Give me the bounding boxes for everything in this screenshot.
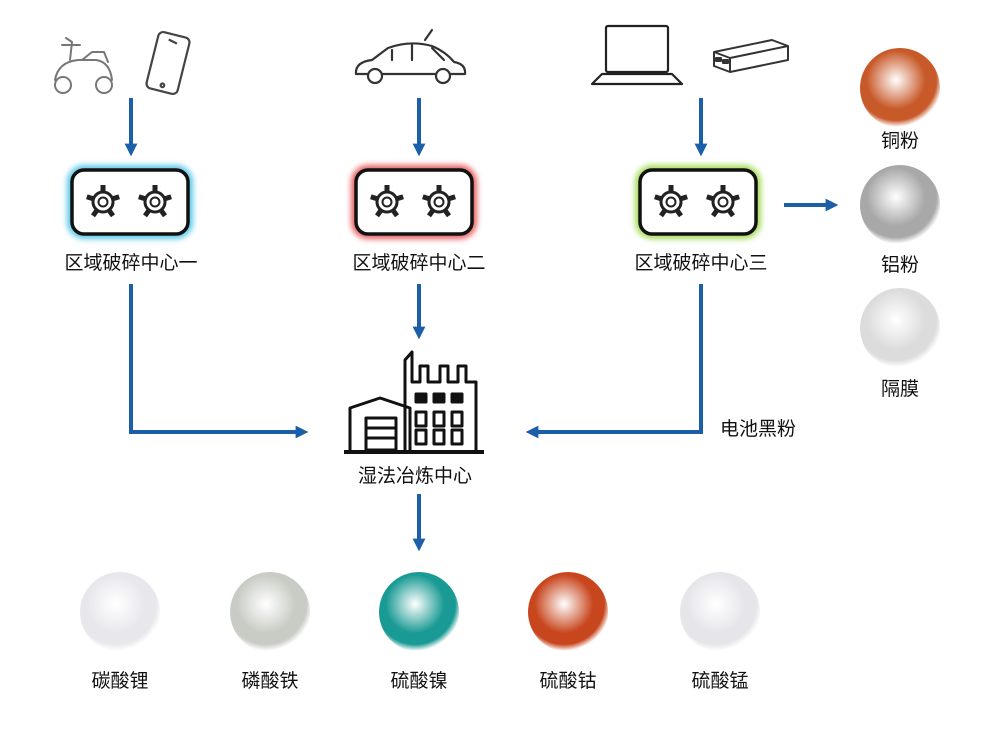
separator-label: 隔膜 <box>880 378 920 400</box>
factory-icon <box>344 350 484 454</box>
center-1-label: 区域破碎中心一 <box>64 252 198 274</box>
separator-image <box>860 288 940 368</box>
aluminum-powder-image <box>860 165 940 245</box>
car-icon <box>354 28 467 85</box>
flow-arrows <box>124 98 839 552</box>
product-1-label: 碳酸锂 <box>91 670 149 692</box>
laptop-icon <box>590 24 684 86</box>
product-3-label: 硫酸镍 <box>390 670 448 692</box>
scooter-icon <box>54 37 113 94</box>
product-5-label: 硫酸锰 <box>691 670 749 692</box>
product-3-image <box>379 572 459 652</box>
product-2-label: 磷酸铁 <box>241 670 299 692</box>
copper-powder-image <box>860 48 940 128</box>
center-3-label: 区域破碎中心三 <box>634 252 768 274</box>
product-5-image <box>680 572 760 652</box>
crusher-center-3-icon <box>635 165 761 239</box>
product-1-image <box>80 572 160 652</box>
hydromet-center-label: 湿法冶炼中心 <box>357 465 473 487</box>
product-4-image <box>528 572 608 652</box>
product-2-image <box>230 572 310 652</box>
crusher-center-1-icon <box>67 165 193 239</box>
smartphone-icon <box>145 30 191 96</box>
crusher-center-2-icon <box>351 165 477 239</box>
aluminum-powder-label: 铝粉 <box>880 254 920 276</box>
product-4-label: 硫酸钴 <box>539 670 597 692</box>
center-2-label: 区域破碎中心二 <box>352 252 486 274</box>
black-mass-label: 电池黑粉 <box>720 418 797 440</box>
power-bank-icon <box>713 39 789 73</box>
copper-powder-label: 铜粉 <box>880 130 920 152</box>
